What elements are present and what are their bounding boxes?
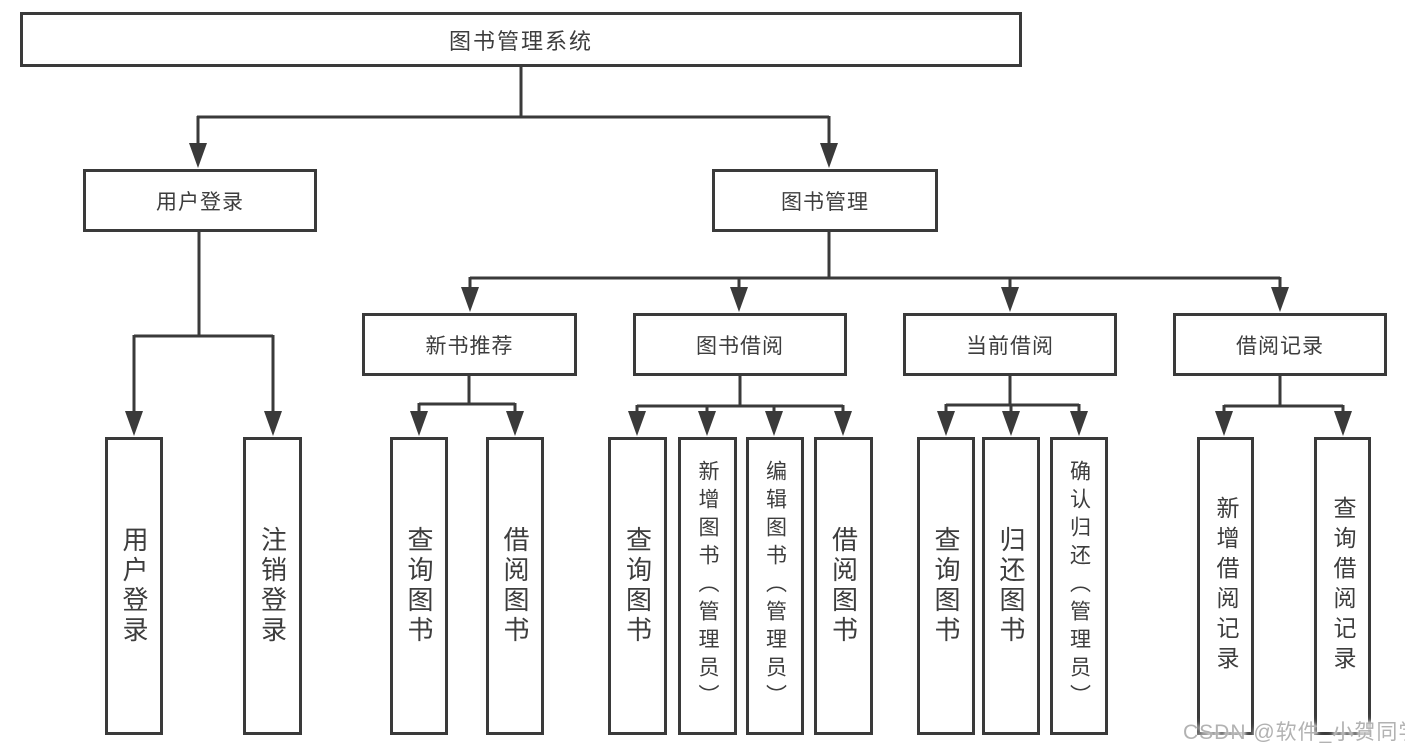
leaf-logout: 注销登录 bbox=[243, 437, 302, 735]
arrow-down-icon bbox=[189, 143, 207, 168]
node-book-borrow: 图书借阅 bbox=[633, 313, 847, 376]
arrow-down-icon bbox=[628, 411, 646, 436]
arrow-down-icon bbox=[1215, 411, 1233, 436]
arrow-down-icon bbox=[698, 411, 716, 436]
leaf-borrow-book-1: 借阅图书 bbox=[486, 437, 544, 735]
connector-currentborrow-to-leaves bbox=[944, 376, 1081, 413]
leaf-edit-book-admin: 编辑图书（管理员） bbox=[746, 437, 804, 735]
arrow-down-icon bbox=[1001, 287, 1019, 312]
arrowheads bbox=[125, 143, 1352, 436]
arrow-down-icon bbox=[264, 411, 282, 436]
arrow-down-icon bbox=[1271, 287, 1289, 312]
arrow-down-icon bbox=[506, 411, 524, 436]
arrow-down-icon bbox=[125, 411, 143, 436]
leaf-query-book-1: 查询图书 bbox=[390, 437, 448, 735]
connector-bookborrow-to-leaves bbox=[635, 376, 845, 413]
node-borrow-record: 借阅记录 bbox=[1173, 313, 1387, 376]
connector-userlogin-to-leaves bbox=[132, 232, 275, 412]
arrow-down-icon bbox=[461, 287, 479, 312]
leaf-add-borrow-record: 新增借阅记录 bbox=[1197, 437, 1254, 735]
connector-borrowrecord-to-leaves bbox=[1222, 376, 1345, 413]
arrow-down-icon bbox=[410, 411, 428, 436]
node-user-login: 用户登录 bbox=[83, 169, 317, 232]
connector-root-to-level2 bbox=[196, 67, 831, 144]
arrow-down-icon bbox=[1002, 411, 1020, 436]
leaf-query-book-3: 查询图书 bbox=[917, 437, 975, 735]
arrow-down-icon bbox=[1334, 411, 1352, 436]
arrow-down-icon bbox=[834, 411, 852, 436]
leaf-query-book-2: 查询图书 bbox=[608, 437, 667, 735]
arrow-down-icon bbox=[937, 411, 955, 436]
connector-newbook-to-leaves bbox=[417, 376, 517, 413]
arrow-down-icon bbox=[730, 287, 748, 312]
node-book-management: 图书管理 bbox=[712, 169, 938, 232]
node-current-borrow: 当前借阅 bbox=[903, 313, 1117, 376]
leaf-confirm-return-admin: 确认归还（管理员） bbox=[1050, 437, 1108, 735]
connector-bookmgmt-to-level3 bbox=[468, 232, 1282, 289]
leaf-query-borrow-record: 查询借阅记录 bbox=[1314, 437, 1371, 735]
leaf-user-login: 用户登录 bbox=[105, 437, 163, 735]
node-root: 图书管理系统 bbox=[20, 12, 1022, 67]
watermark: CSDN @软件_小贺同学 bbox=[1183, 721, 1405, 744]
arrow-down-icon bbox=[1070, 411, 1088, 436]
arrow-down-icon bbox=[765, 411, 783, 436]
leaf-add-book-admin: 新增图书（管理员） bbox=[678, 437, 737, 735]
leaf-return-book: 归还图书 bbox=[982, 437, 1040, 735]
arrow-down-icon bbox=[820, 143, 838, 168]
leaf-borrow-book-2: 借阅图书 bbox=[814, 437, 873, 735]
node-new-book-recommend: 新书推荐 bbox=[362, 313, 577, 376]
